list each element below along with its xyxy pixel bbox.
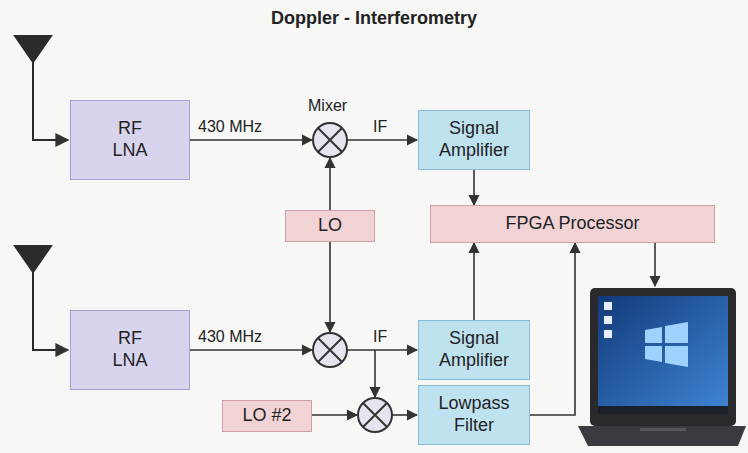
antenna-symbol [15, 36, 51, 62]
windows-logo [645, 322, 688, 367]
component-label: Mixer [308, 96, 347, 115]
amplifier-box: Signal Amplifier [418, 320, 530, 380]
signal-label: IF [373, 117, 387, 136]
laptop-screen [598, 296, 728, 414]
desktop-icon [604, 316, 612, 324]
oscillator-box: LO #2 [222, 400, 312, 432]
laptop-illustration [578, 288, 746, 446]
box-text: Signal Amplifier [439, 328, 509, 371]
frequency-label: 430 MHz [198, 117, 262, 136]
box-text: LO #2 [242, 405, 291, 427]
laptop-bezel [590, 288, 736, 426]
box-text: Signal Amplifier [439, 118, 509, 161]
rf-wire [190, 139, 312, 141]
box-text: Lowpass Filter [438, 393, 509, 436]
feed-wire [33, 270, 68, 350]
mixer-cross [363, 403, 387, 427]
lo-wire [329, 240, 331, 332]
logo-pane [645, 346, 662, 362]
signal-arrow [530, 243, 575, 415]
mixer-cross [318, 338, 342, 362]
mixer-symbol [313, 333, 347, 367]
amplifier-box: Signal Amplifier [418, 110, 530, 170]
mixer-symbol [313, 123, 347, 157]
filter-box: Lowpass Filter [418, 385, 530, 445]
box-text: RF LNA [112, 328, 147, 371]
processor-box: FPGA Processor [430, 205, 715, 243]
desktop-icon [604, 330, 612, 338]
if-wire [347, 349, 417, 351]
taskbar [598, 406, 728, 414]
signal-wires [190, 140, 655, 415]
if-branch-wire [374, 350, 376, 397]
mixer-symbol [313, 123, 392, 432]
logo-pane [645, 327, 662, 343]
logo-pane [665, 322, 688, 343]
lna-box: RF LNA [70, 310, 190, 390]
signal-arrow [473, 243, 475, 320]
laptop-hinge [640, 428, 686, 431]
signal-arrow [473, 170, 475, 205]
antenna-symbol [15, 246, 51, 272]
if-wire [347, 139, 417, 141]
box-text: RF LNA [112, 118, 147, 161]
desktop-icons [604, 302, 612, 338]
mixer-symbol [358, 398, 392, 432]
rf-wire [190, 349, 312, 351]
data-wire [654, 243, 656, 286]
mixer-cross [318, 128, 342, 152]
diagram-title: Doppler - Interferometry [0, 8, 748, 29]
box-text: FPGA Processor [505, 213, 639, 235]
lo-wire [329, 158, 331, 210]
lna-box: RF LNA [70, 100, 190, 180]
lo2-wire [312, 414, 357, 416]
laptop-base [578, 426, 746, 446]
feed-wire [33, 60, 68, 140]
oscillator-box: LO [285, 210, 375, 242]
desktop-icon [604, 302, 612, 310]
signal-label: IF [373, 327, 387, 346]
box-text: LO [318, 215, 342, 237]
logo-pane [665, 346, 688, 367]
antenna-symbol [15, 36, 68, 350]
mix-out-wire [392, 414, 417, 416]
frequency-label: 430 MHz [198, 327, 262, 346]
